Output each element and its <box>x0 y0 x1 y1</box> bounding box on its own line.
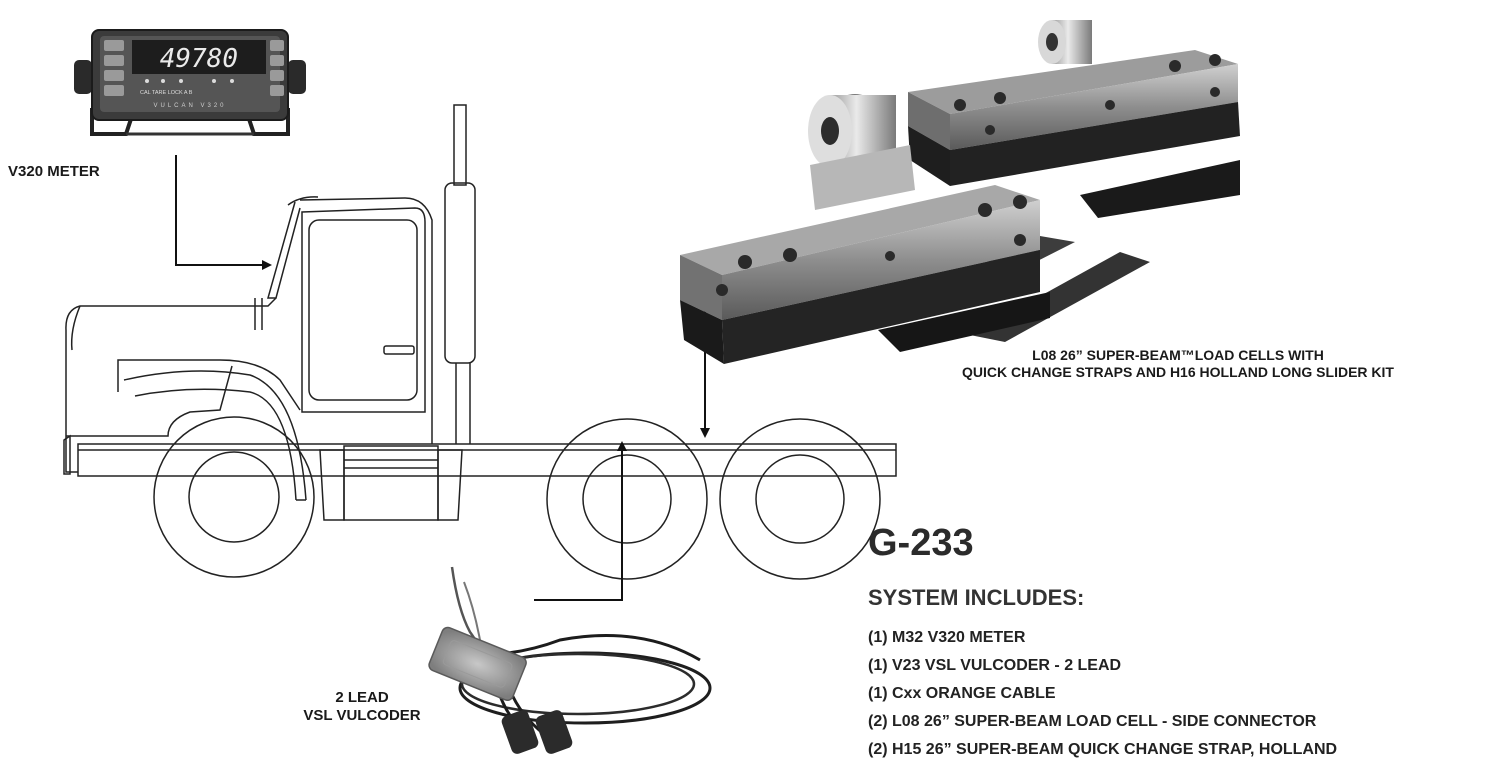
vulcoder-pointer-arrow <box>534 441 627 601</box>
load-cells-caption: L08 26” SUPER-BEAM™LOAD CELLS WITH QUICK… <box>865 347 1487 381</box>
meter-indicator-labels: CAL TARE LOCK A B <box>140 90 193 96</box>
meter-indicator-leds <box>145 79 234 83</box>
meter-pointer-arrow <box>175 155 272 270</box>
rear-wheel-1 <box>546 418 708 580</box>
load-cell-illustration <box>680 20 1240 364</box>
meter-knob-left <box>74 60 92 94</box>
vulcoder-caption: 2 LEAD VSL VULCODER <box>282 689 442 725</box>
cab-door <box>301 207 426 413</box>
system-item: (1) Cxx ORANGE CABLE <box>868 685 1056 702</box>
vulcoder-caption-line2: VSL VULCODER <box>303 707 421 724</box>
system-includes-list: (1) M32 V320 METER (1) V23 VSL VULCODER -… <box>868 624 1337 764</box>
cab-roof <box>299 197 433 444</box>
exhaust-muffler <box>444 182 476 364</box>
front-wheel <box>153 416 315 578</box>
meter-illustration: 49780 CAL TARE LOCK A B VULCAN V320 <box>74 29 306 136</box>
load-cells-caption-line1: L08 26” SUPER-BEAM™LOAD CELLS WITH <box>1032 347 1324 363</box>
cab-hood <box>65 297 277 440</box>
system-includes-heading: SYSTEM INCLUDES: <box>868 585 1085 610</box>
system-item: (2) L08 26” SUPER-BEAM LOAD CELL - SIDE … <box>868 713 1317 730</box>
load-cells-caption-line2: QUICK CHANGE STRAPS AND H16 HOLLAND LONG… <box>962 364 1394 380</box>
fuel-tank <box>343 445 439 521</box>
system-item: (1) M32 V320 METER <box>868 629 1026 646</box>
meter-knob-right <box>288 60 306 94</box>
rear-wheel-2 <box>719 418 881 580</box>
system-item: (2) H15 26” SUPER-BEAM QUICK CHANGE STRA… <box>868 741 1338 758</box>
system-model-number: G-233 <box>868 522 974 564</box>
meter-display-value: 49780 <box>160 44 238 74</box>
meter-caption: V320 METER <box>8 163 100 180</box>
door-window <box>308 219 418 401</box>
cab-windshield <box>267 201 301 299</box>
vulcoder-illustration <box>428 566 712 754</box>
truck-drawing <box>63 104 897 580</box>
vulcoder-connectors <box>501 710 573 754</box>
meter-brand-text: VULCAN V320 <box>153 103 226 109</box>
meter-bracket-right <box>246 108 290 136</box>
exhaust-pipe <box>453 104 467 186</box>
meter-bracket-left <box>90 108 134 136</box>
system-item: (1) V23 VSL VULCODER - 2 LEAD <box>868 657 1122 674</box>
meter-display-window <box>132 40 266 74</box>
vulcoder-body <box>428 626 527 702</box>
meter-side-buttons <box>104 40 284 96</box>
vulcoder-caption-line1: 2 LEAD <box>335 689 389 706</box>
truck-frame <box>77 443 897 477</box>
